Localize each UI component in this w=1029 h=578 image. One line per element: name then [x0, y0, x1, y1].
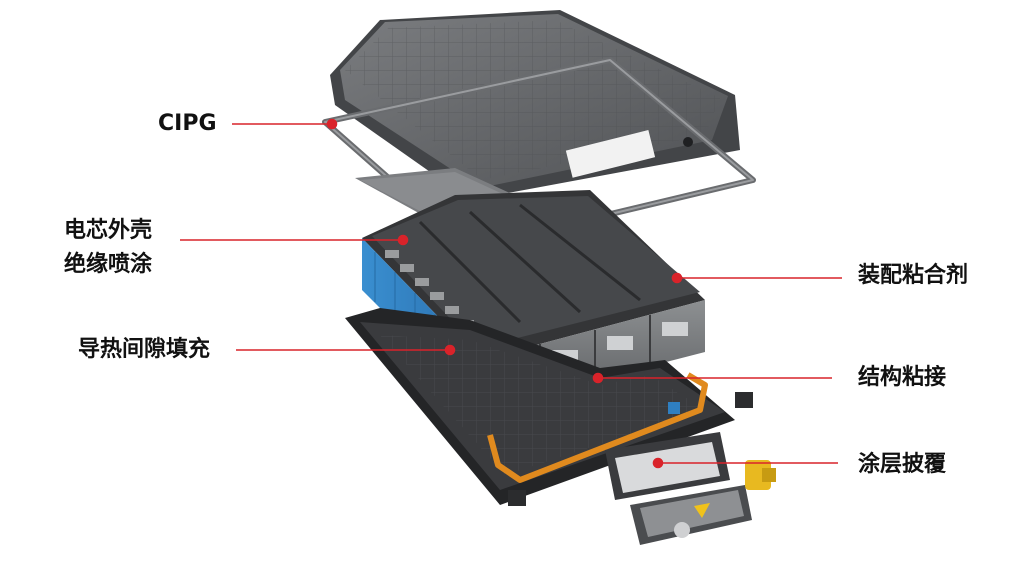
label-thermal-gap-fill: 导热间隙填充 — [78, 337, 211, 362]
label-cipg: CIPG — [158, 111, 217, 136]
label-cell-shell-line1: 电芯外壳 — [64, 218, 153, 243]
label-structural-bonding: 结构粘接 — [858, 365, 947, 390]
label-cell-shell-line2: 绝缘喷涂 — [64, 252, 153, 277]
label-coating-cover: 涂层披覆 — [858, 452, 947, 477]
front-cover-plate — [605, 432, 752, 545]
battery-tray — [345, 308, 753, 506]
leader-lines — [180, 118, 842, 469]
label-assembly-adhesive: 装配粘合剂 — [858, 263, 969, 288]
top-cover — [330, 10, 740, 200]
hv-connector — [745, 460, 776, 490]
